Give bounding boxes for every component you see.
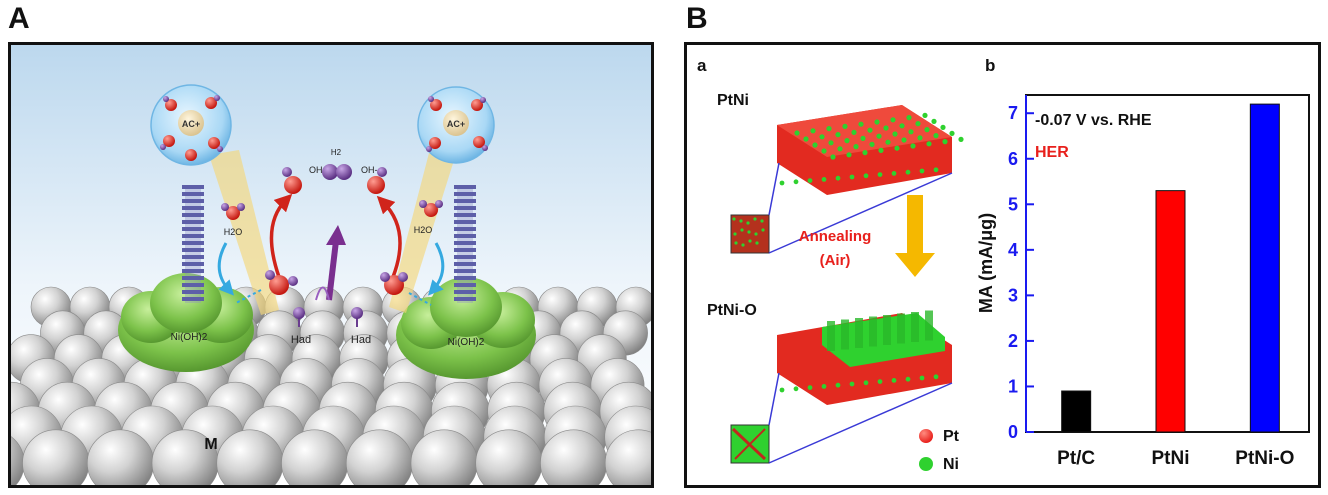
arrow-purple-head xyxy=(326,225,346,245)
metal-surface xyxy=(11,286,651,485)
zoom-line-2 xyxy=(768,172,953,254)
ac-label-left: AC+ xyxy=(182,119,200,129)
had-atom-right xyxy=(351,307,363,327)
arrow-purple-swirl xyxy=(315,286,330,301)
panel-b-figure: a PtNi PtNi-O Annealing (Air) Pt Ni xyxy=(697,56,1310,473)
y-tick-label: 7 xyxy=(1008,103,1018,123)
nioh2-cluster-right xyxy=(396,277,536,379)
adsorbed-water-left xyxy=(265,270,298,295)
panel-b: a PtNi PtNi-O Annealing (Air) Pt Ni xyxy=(684,42,1321,488)
bar-chart: MA (mA/μg) -0.07 V vs. RHE HER 0 1 2 3 4 5 6 7P… xyxy=(976,94,1310,469)
annealing-arrow xyxy=(895,195,935,277)
oh-molecule-right xyxy=(367,167,387,194)
h2o-molecule-right xyxy=(419,200,443,217)
y-tick-label: 0 xyxy=(1008,422,1018,442)
arrow-blue-left xyxy=(217,242,235,296)
zoom-line-4 xyxy=(768,382,953,464)
had-atom-left xyxy=(293,307,305,327)
y-tick-label: 2 xyxy=(1008,331,1018,351)
panel-a-letter: A xyxy=(8,2,30,35)
had-label-left: Had xyxy=(291,334,311,346)
adsorbed-water-right xyxy=(380,272,408,295)
ac-bubble-left xyxy=(150,84,232,166)
bar-ptni xyxy=(1155,190,1186,433)
x-tick-label: Pt/C xyxy=(1057,448,1095,469)
panel-b-letter: B xyxy=(686,2,708,35)
arrow-red-left xyxy=(269,193,293,278)
annotation-potential: -0.07 V vs. RHE xyxy=(1035,112,1152,129)
h2o-molecule-left xyxy=(221,203,245,220)
sub-b-letter: b xyxy=(985,56,995,75)
oh-molecule-left xyxy=(282,167,302,194)
ptnio-zoom-square xyxy=(730,424,770,464)
zoom-line-1 xyxy=(768,162,780,216)
annotation-her: HER xyxy=(1035,144,1069,161)
schematic-figure: Ni(OH)2 Ni(OH)2 AC+ AC+ H2O xyxy=(11,45,651,485)
ac-bubble-right xyxy=(417,86,495,164)
arrow-blue-right xyxy=(427,242,445,296)
y-tick-label: 4 xyxy=(1008,240,1018,260)
ptni-label: PtNi xyxy=(717,92,749,109)
h2o-label-left: H2O xyxy=(224,227,243,237)
nioh2-label-left: Ni(OH)2 xyxy=(171,332,208,343)
ptni-slab xyxy=(777,105,964,195)
arrow-purple-up xyxy=(326,240,339,301)
bar-pt-c xyxy=(1061,390,1092,433)
y-tick-label: 1 xyxy=(1008,376,1018,396)
oh-label-left: OH- xyxy=(309,165,326,175)
ptni-zoom-square xyxy=(730,214,770,254)
metal-label: M xyxy=(204,436,217,453)
ptnio-slab xyxy=(777,310,952,405)
bar-ptni-o xyxy=(1249,103,1280,433)
nioh2-cluster-left xyxy=(118,273,254,372)
h-bond-right xyxy=(408,292,432,306)
y-tick-label: 5 xyxy=(1008,194,1018,214)
y-tick-label: 3 xyxy=(1008,285,1018,305)
y-tick-label: 6 xyxy=(1008,149,1018,169)
h2-molecule xyxy=(322,164,352,180)
x-tick-label: PtNi-O xyxy=(1235,448,1294,469)
air-label: (Air) xyxy=(820,252,851,269)
striped-pillar-left xyxy=(182,185,204,303)
oh-label-right: OH- xyxy=(361,165,378,175)
arrow-red-right xyxy=(376,195,402,278)
ptnio-label: PtNi-O xyxy=(707,302,757,319)
h-bond-left xyxy=(235,289,262,304)
beam-left xyxy=(209,150,279,315)
legend-pt xyxy=(919,429,933,443)
y-axis-label: MA (mA/μg) xyxy=(976,213,996,313)
nioh2-label-right: Ni(OH)2 xyxy=(448,337,485,348)
legend-ni-label: Ni xyxy=(943,456,959,473)
x-tick-label: PtNi xyxy=(1152,448,1190,469)
h2-label: H2 xyxy=(331,148,342,157)
h2o-label-right: H2O xyxy=(414,225,433,235)
zoom-line-3 xyxy=(768,372,780,426)
ac-label-right: AC+ xyxy=(447,119,465,129)
had-label-right: Had xyxy=(351,334,371,346)
panel-a-schematic: Ni(OH)2 Ni(OH)2 AC+ AC+ H2O xyxy=(8,42,654,488)
legend-ni xyxy=(919,457,933,471)
legend-pt-label: Pt xyxy=(943,428,960,445)
sub-a-letter: a xyxy=(697,56,707,75)
annealing-label: Annealing xyxy=(799,228,872,245)
striped-pillar-right xyxy=(454,185,476,303)
